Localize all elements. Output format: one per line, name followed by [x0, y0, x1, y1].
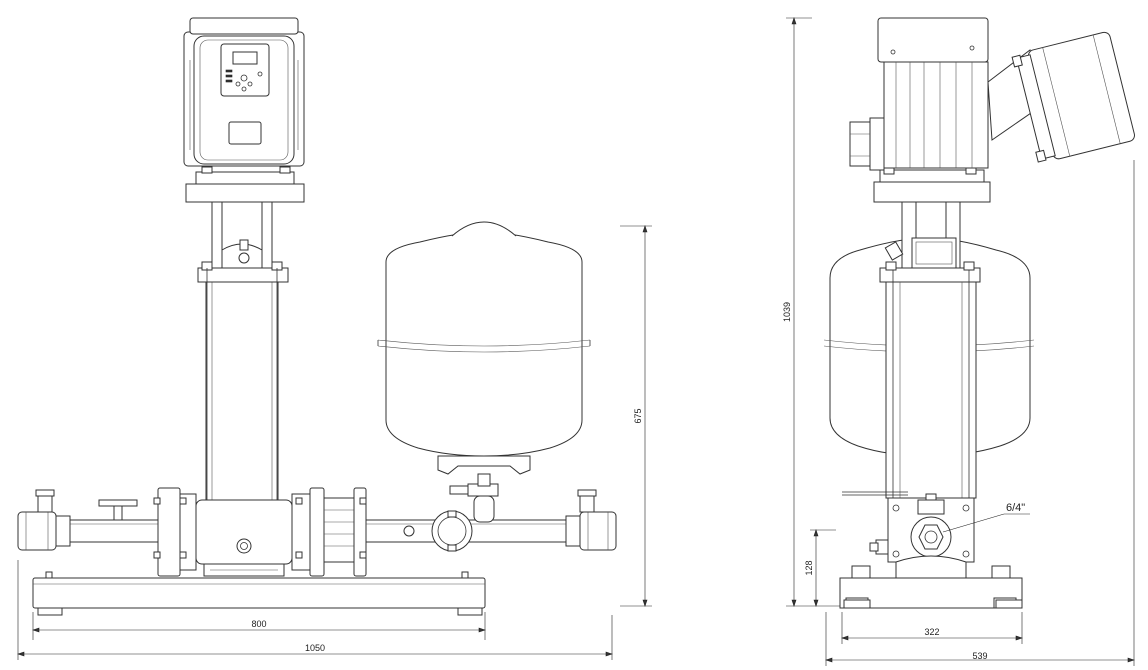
dim-depth-inner: 322	[924, 627, 939, 637]
front-foot-right	[457, 607, 483, 616]
suction-valve	[17, 511, 57, 551]
side-dimensions: 1039 128 322 539	[782, 17, 1135, 666]
discharge-valve	[579, 511, 617, 551]
side-motor-body	[883, 61, 989, 169]
discharge-flange-left	[291, 493, 311, 571]
pump-casing	[195, 499, 293, 565]
dim-height-inlet: 128	[804, 560, 814, 575]
nameplate	[911, 237, 957, 269]
connection-leader	[942, 513, 1005, 533]
front-dimensions: 800 1050 675	[17, 225, 652, 660]
side-foot-left	[843, 599, 871, 609]
motor-flange	[185, 183, 305, 203]
check-valve	[323, 497, 355, 563]
dim-height-total: 1039	[782, 302, 792, 322]
side-foot-right	[995, 599, 1023, 609]
connection-label: 6/4"	[1006, 502, 1025, 514]
front-base-frame	[32, 577, 486, 609]
inverter-display	[232, 51, 258, 65]
dim-depth-total: 539	[972, 651, 987, 661]
front-view: 800 1050 675	[17, 17, 652, 660]
side-motor-top	[877, 17, 989, 63]
expansion-tank	[385, 231, 583, 457]
dim-width-total: 1050	[305, 643, 325, 653]
dim-width-inner: 800	[251, 619, 266, 629]
dim-height-tank: 675	[633, 408, 643, 423]
side-pump-column	[885, 275, 977, 499]
suction-flange	[157, 487, 181, 577]
inverter-label-plate	[228, 121, 262, 145]
side-view: 6/4" 1039 128 322 539	[782, 17, 1135, 666]
front-foot-left	[37, 607, 63, 616]
pump-column	[205, 279, 279, 501]
